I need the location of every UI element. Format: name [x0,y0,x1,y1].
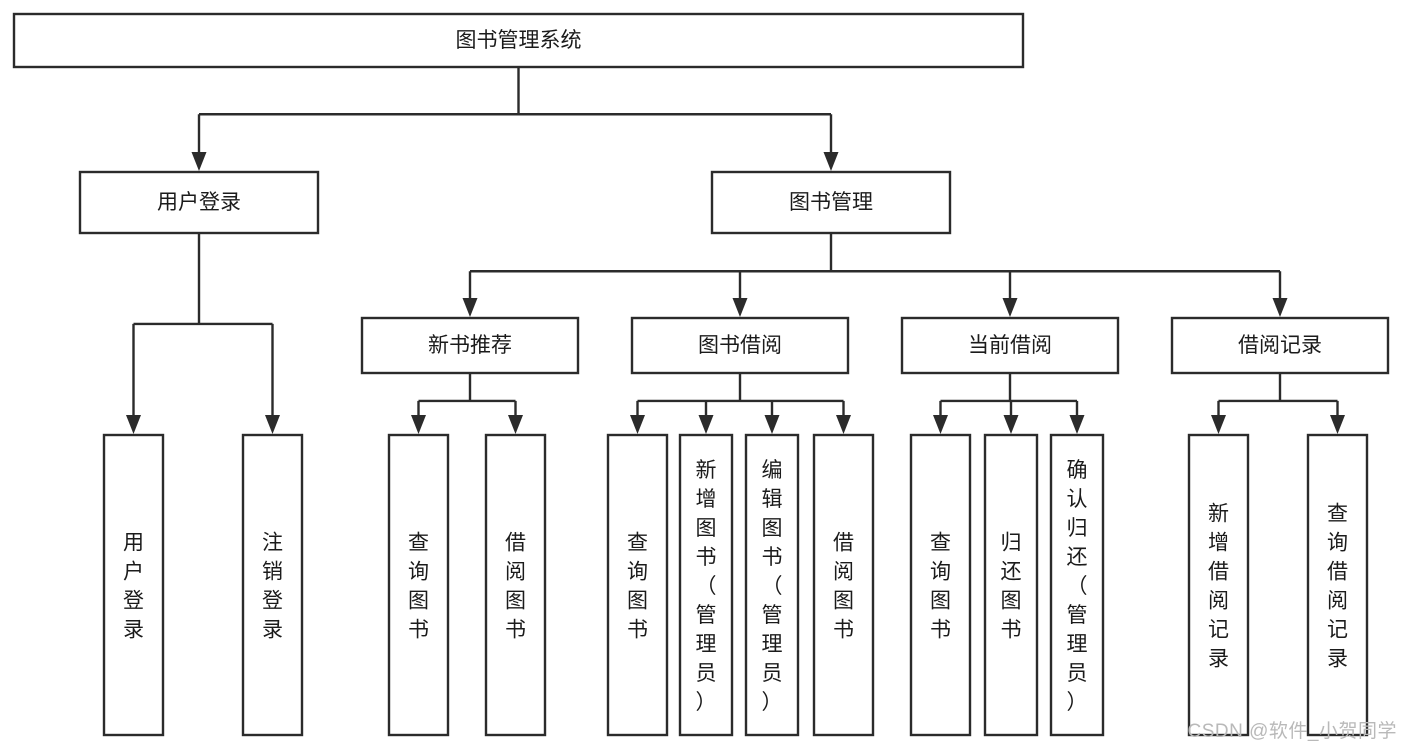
node-user-login[interactable]: 用户登录 [78,170,320,235]
node-box-leaf-add-record [1187,433,1250,737]
node-box-current-borrow [900,316,1120,375]
node-leaf-user-login[interactable]: 用户登录 [102,433,165,737]
node-label-book-manage: 图书管理 [789,191,873,214]
arrow-head-icon [1330,415,1345,434]
arrow-head-icon [630,415,645,434]
node-box-leaf-user-login [102,433,165,737]
node-leaf-borrow-book-1[interactable]: 借阅图书 [484,433,547,737]
node-leaf-borrow-book-2[interactable]: 借阅图书 [812,433,875,737]
node-box-root [12,12,1025,69]
arrow-head-icon [698,415,714,434]
node-borrow-record[interactable]: 借阅记录 [1170,316,1390,375]
node-new-book-recommend[interactable]: 新书推荐 [360,316,580,375]
node-leaf-add-book[interactable]: 新增图书（管理员） [678,433,734,737]
arrow-head-icon [933,415,948,434]
connector-layer [126,67,1345,434]
node-label-leaf-edit-book: 编辑图书（管理员） [762,459,783,714]
node-box-leaf-query-book-1 [387,433,450,737]
node-label-leaf-confirm-return: 确认归还（管理员） [1067,459,1088,714]
node-label-leaf-add-record: 新增借阅记录 [1208,503,1229,671]
node-label-current-borrow: 当前借阅 [968,334,1052,357]
node-label-leaf-query-book-1: 查询图书 [408,532,429,642]
node-label-leaf-borrow-book-2: 借阅图书 [833,532,854,642]
node-label-new-book-recommend: 新书推荐 [428,334,512,357]
node-leaf-query-book-2[interactable]: 查询图书 [606,433,669,737]
node-label-root: 图书管理系统 [456,29,582,52]
node-label-leaf-borrow-book-1: 借阅图书 [505,532,526,642]
node-book-manage[interactable]: 图书管理 [710,170,952,235]
node-leaf-edit-book[interactable]: 编辑图书（管理员） [744,433,800,737]
node-leaf-confirm-return[interactable]: 确认归还（管理员） [1049,433,1105,737]
node-box-leaf-edit-book [744,433,800,737]
node-label-leaf-add-book: 新增图书（管理员） [696,459,717,714]
node-root[interactable]: 图书管理系统 [12,12,1025,69]
node-book-borrow[interactable]: 图书借阅 [630,316,850,375]
node-box-leaf-query-book-2 [606,433,669,737]
arrow-head-icon [836,415,851,434]
node-box-leaf-logout-login [241,433,304,737]
node-leaf-return-book[interactable]: 归还图书 [983,433,1039,737]
node-current-borrow[interactable]: 当前借阅 [900,316,1120,375]
arrow-head-icon [764,415,780,434]
node-leaf-query-book-3[interactable]: 查询图书 [909,433,972,737]
node-label-leaf-query-record: 查询借阅记录 [1327,503,1348,671]
arrow-head-icon [126,415,141,434]
node-layer: 图书管理系统用户登录图书管理新书推荐图书借阅当前借阅借阅记录用户登录注销登录查询… [12,12,1390,737]
node-box-new-book-recommend [360,316,580,375]
arrow-head-icon [1211,415,1226,434]
node-box-user-login [78,170,320,235]
node-box-leaf-borrow-book-1 [484,433,547,737]
arrow-head-icon [1069,415,1085,434]
arrow-head-icon [823,152,839,171]
node-label-user-login: 用户登录 [157,191,241,214]
arrow-head-icon [411,415,426,434]
node-label-book-borrow: 图书借阅 [698,334,782,357]
arrow-head-icon [732,298,748,317]
arrow-head-icon [1003,415,1019,434]
node-label-leaf-return-book: 归还图书 [1001,532,1022,642]
node-label-leaf-logout-login: 注销登录 [262,532,283,642]
arrow-head-icon [265,415,280,434]
node-leaf-query-book-1[interactable]: 查询图书 [387,433,450,737]
arrow-head-icon [1002,298,1018,317]
node-box-leaf-confirm-return [1049,433,1105,737]
node-leaf-add-record[interactable]: 新增借阅记录 [1187,433,1250,737]
node-label-borrow-record: 借阅记录 [1238,334,1322,357]
node-box-leaf-return-book [983,433,1039,737]
node-box-leaf-query-book-3 [909,433,972,737]
node-box-borrow-record [1170,316,1390,375]
node-box-leaf-add-book [678,433,734,737]
node-box-leaf-borrow-book-2 [812,433,875,737]
node-leaf-query-record[interactable]: 查询借阅记录 [1306,433,1369,737]
node-label-leaf-query-book-3: 查询图书 [930,532,951,642]
arrow-head-icon [462,298,478,317]
arrow-head-icon [1272,298,1288,317]
node-box-book-borrow [630,316,850,375]
arrow-head-icon [508,415,523,434]
node-box-leaf-query-record [1306,433,1369,737]
node-box-book-manage [710,170,952,235]
node-label-leaf-query-book-2: 查询图书 [627,532,648,642]
node-label-leaf-user-login: 用户登录 [123,532,144,642]
arrow-head-icon [191,152,207,171]
node-leaf-logout-login[interactable]: 注销登录 [241,433,304,737]
